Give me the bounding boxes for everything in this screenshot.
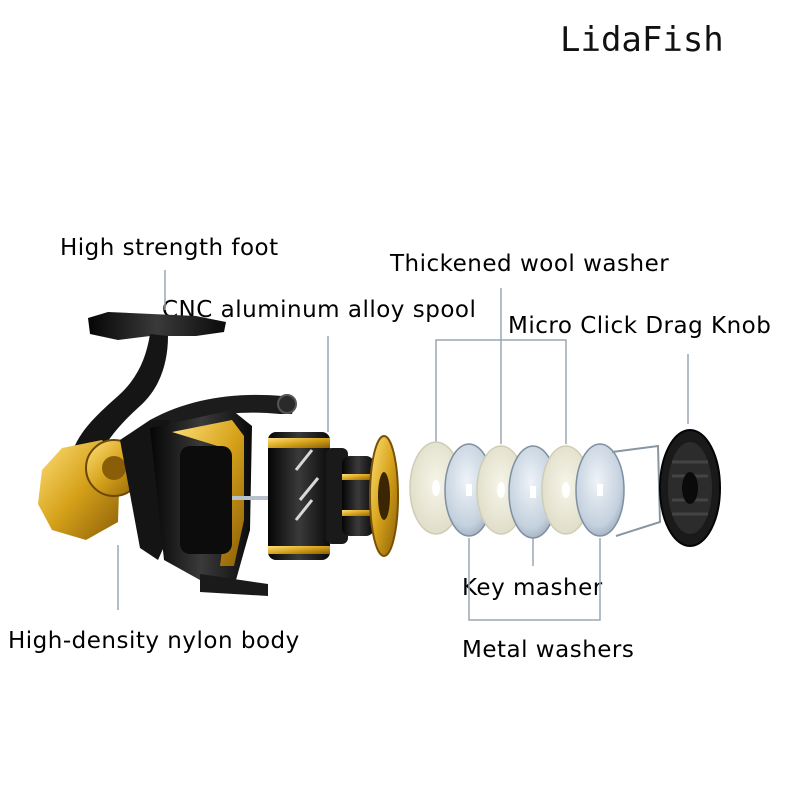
washer-stack xyxy=(410,442,624,538)
bail-roller-icon xyxy=(278,395,296,413)
spool xyxy=(268,432,398,560)
spool-body xyxy=(268,432,330,560)
drag-knob xyxy=(660,430,720,546)
spool-gold-band xyxy=(268,438,330,448)
leader-metal xyxy=(469,538,600,620)
reel-rotor-cup xyxy=(180,446,232,554)
reel-body xyxy=(38,312,296,596)
